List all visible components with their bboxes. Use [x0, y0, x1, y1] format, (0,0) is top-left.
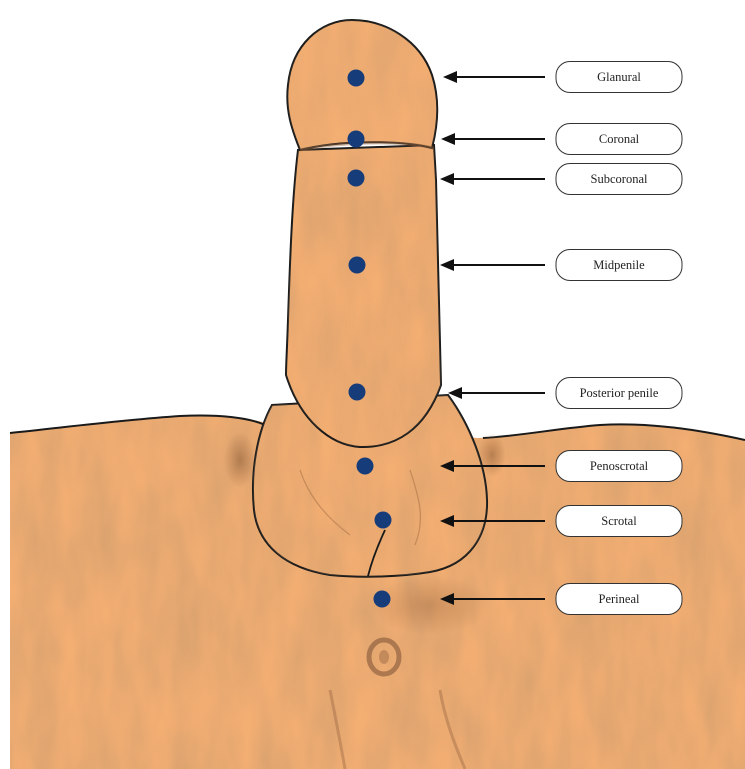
label-text-midpenile: Midpenile [593, 258, 645, 272]
label-pill-coronal: Coronal [556, 124, 682, 155]
shaft-texture [286, 145, 441, 447]
marker-dot-coronal [348, 131, 365, 148]
label-pill-posterior-penile: Posterior penile [556, 378, 682, 409]
glans-texture [287, 20, 437, 150]
arrow-head-coronal [441, 133, 455, 145]
arrow-head-subcoronal [440, 173, 454, 185]
label-text-penoscrotal: Penoscrotal [590, 459, 649, 473]
label-pill-scrotal: Scrotal [556, 506, 682, 537]
label-pill-penoscrotal: Penoscrotal [556, 451, 682, 482]
marker-dot-posterior-penile [349, 384, 366, 401]
label-text-glanural: Glanural [597, 70, 641, 84]
marker-dot-subcoronal [348, 170, 365, 187]
arrow-head-midpenile [440, 259, 454, 271]
arrow-head-glanural [443, 71, 457, 83]
label-pill-perineal: Perineal [556, 584, 682, 615]
marker-dot-scrotal [375, 512, 392, 529]
label-group: GlanuralCoronalSubcoronalMidpenilePoster… [556, 62, 682, 615]
marker-dot-midpenile [349, 257, 366, 274]
label-text-perineal: Perineal [599, 592, 640, 606]
label-text-posterior-penile: Posterior penile [580, 386, 659, 400]
marker-dot-penoscrotal [357, 458, 374, 475]
anus-center [379, 650, 389, 664]
shade-left-fold [224, 432, 256, 488]
label-text-scrotal: Scrotal [601, 514, 637, 528]
label-text-coronal: Coronal [599, 132, 640, 146]
label-pill-midpenile: Midpenile [556, 250, 682, 281]
marker-dot-perineal [374, 591, 391, 608]
label-text-subcoronal: Subcoronal [591, 172, 648, 186]
marker-dot-glanural [348, 70, 365, 87]
label-pill-glanural: Glanural [556, 62, 682, 93]
label-pill-subcoronal: Subcoronal [556, 164, 682, 195]
